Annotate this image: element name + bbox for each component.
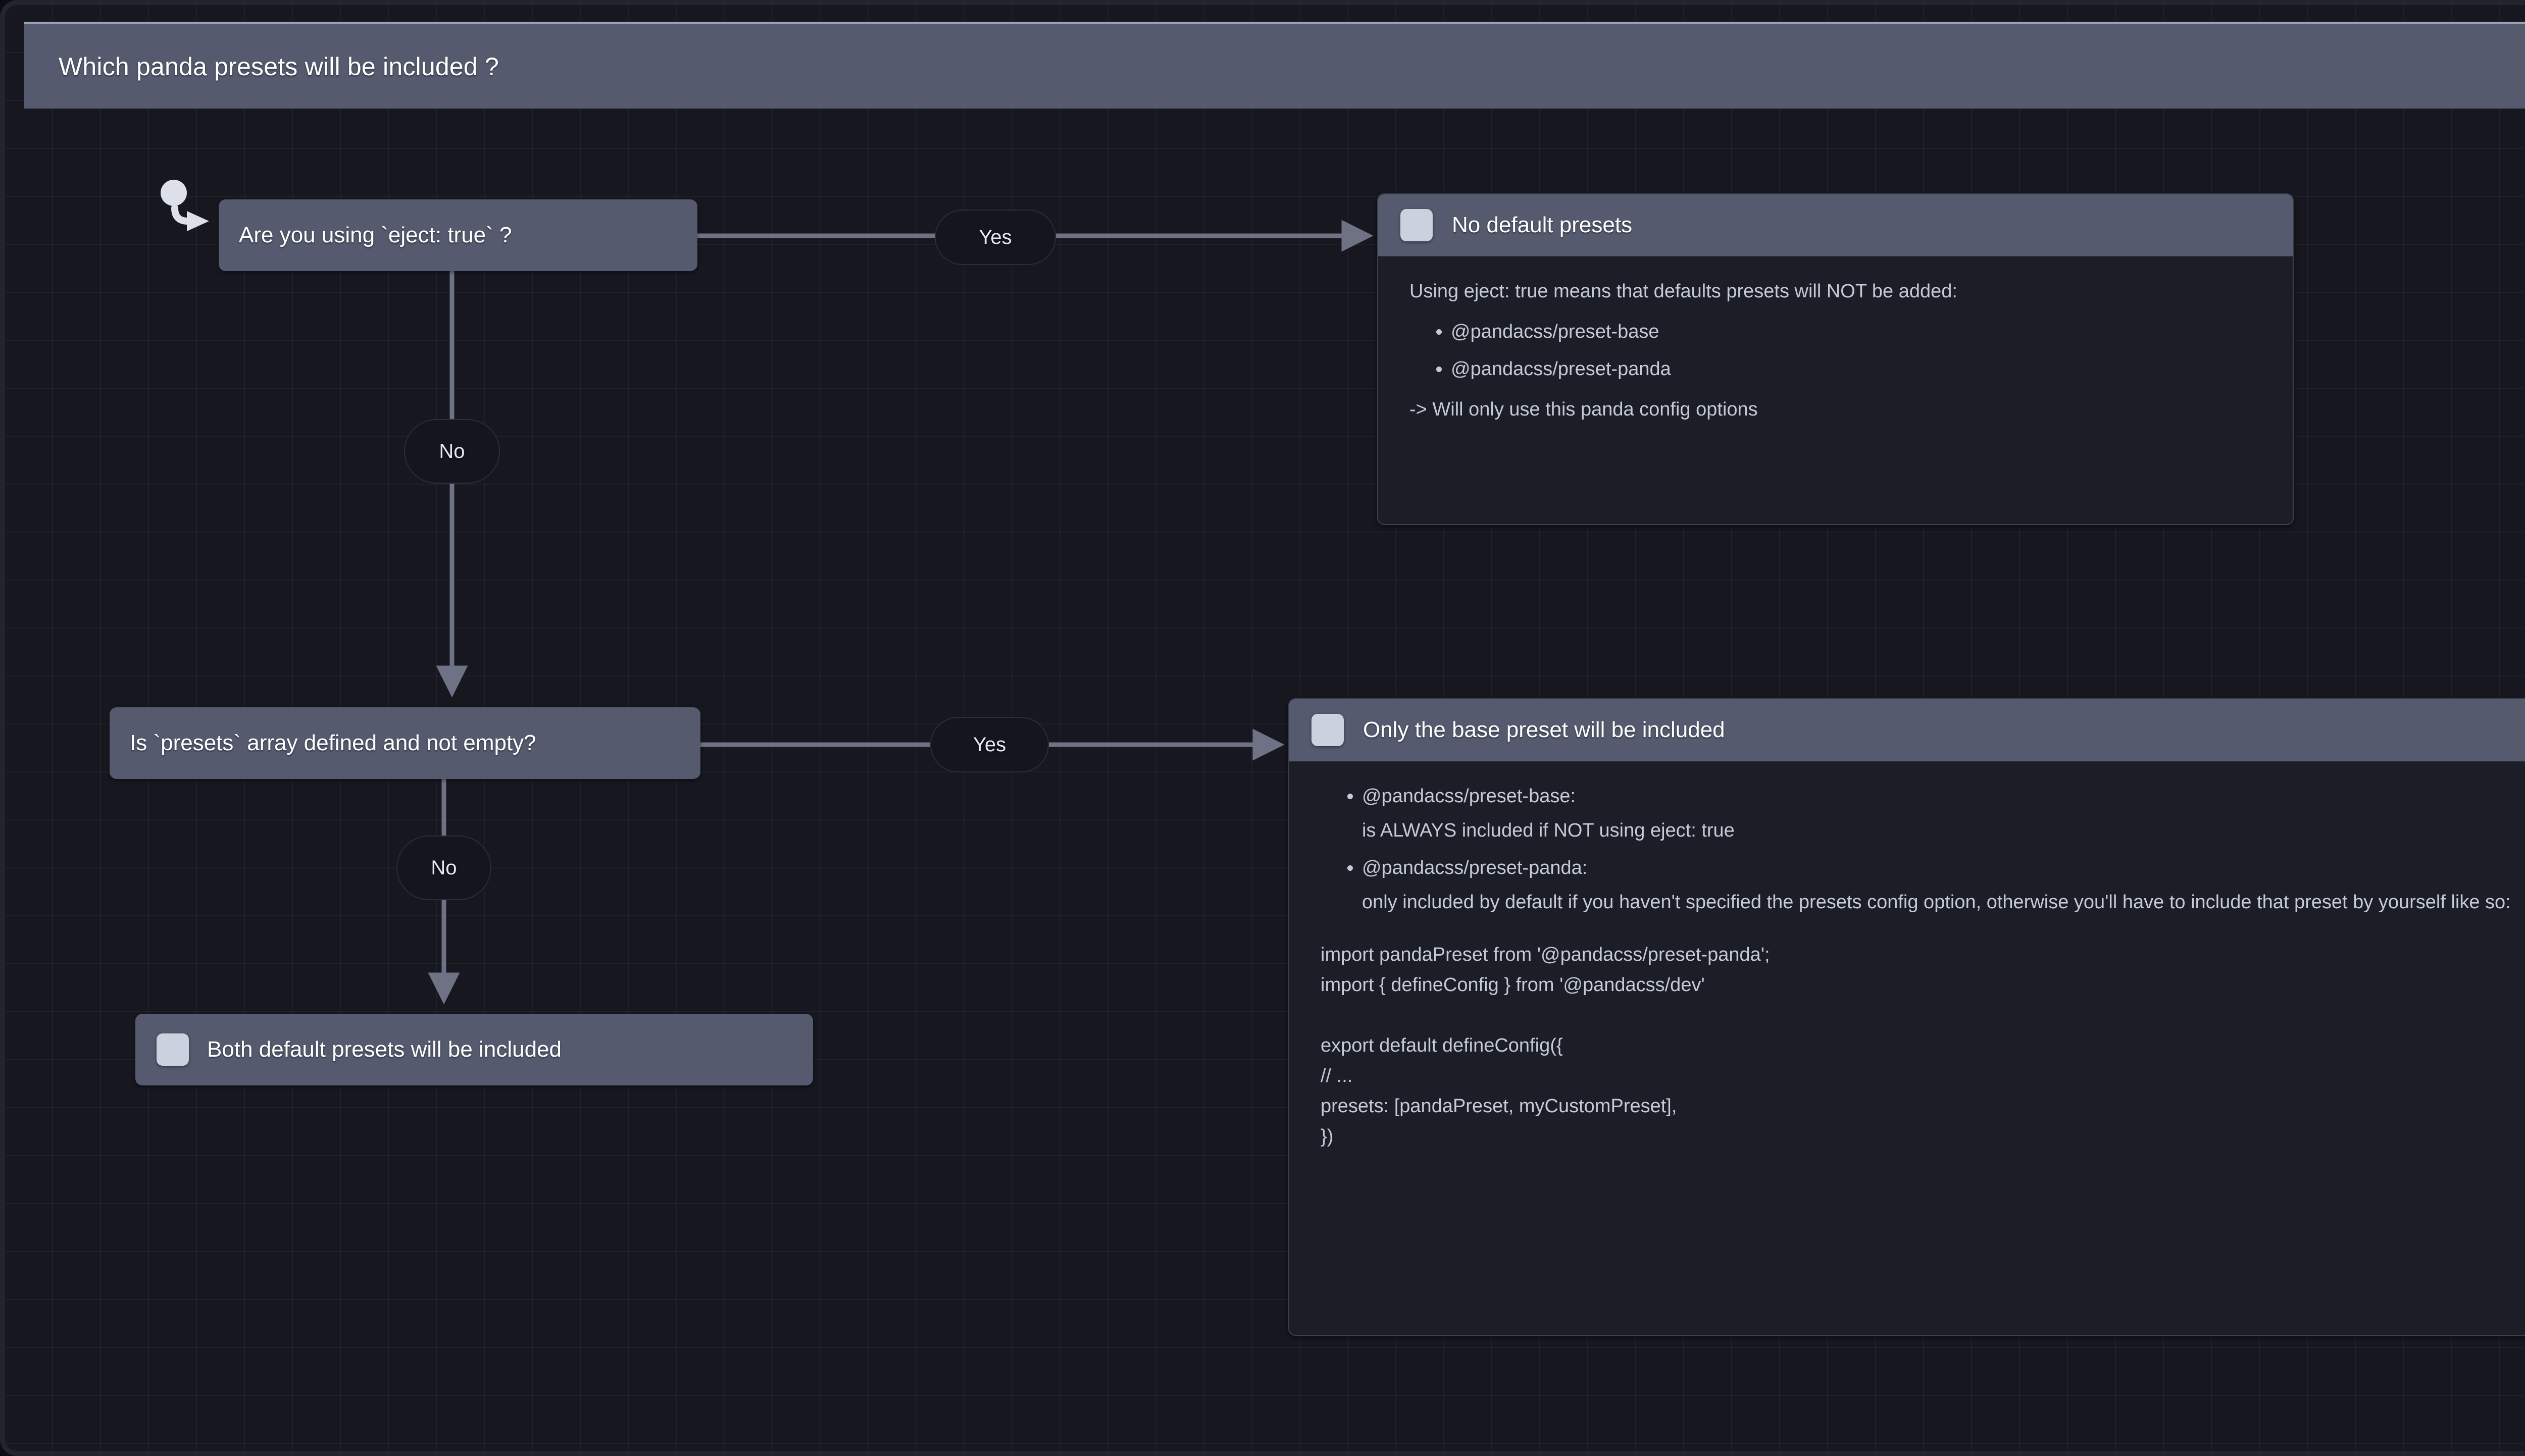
note-square-icon <box>157 1033 189 1066</box>
panel-title: No default presets <box>1452 213 1633 237</box>
node-both-default-presets[interactable]: Both default presets will be included <box>135 1014 813 1085</box>
edge-label-yes-eject: Yes <box>935 210 1056 265</box>
list-item: @pandacss/preset-base <box>1451 319 2261 346</box>
node-label: Is `presets` array defined and not empty… <box>130 731 536 755</box>
code-block: import pandaPreset from '@pandacss/prese… <box>1321 944 1770 1147</box>
panel-no-default-presets[interactable]: No default presets Using eject: true mea… <box>1377 193 2294 525</box>
start-arrow-icon <box>161 180 209 231</box>
panel-body: Using eject: true means that defaults pr… <box>1378 257 2293 459</box>
list-item: @pandacss/preset-panda: only included by… <box>1362 855 2525 916</box>
page-title: Which panda presets will be included ? <box>24 22 2525 109</box>
node-decision-presets-array[interactable]: Is `presets` array defined and not empty… <box>110 707 700 779</box>
preset-list: @pandacss/preset-base @pandacss/preset-p… <box>1409 319 2261 383</box>
edge-label-yes-presets: Yes <box>930 717 1049 772</box>
panel-title: Only the base preset will be included <box>1363 717 1725 742</box>
list-item-title: @pandacss/preset-base: <box>1362 786 1576 807</box>
list-item: @pandacss/preset-base: is ALWAYS include… <box>1362 783 2525 845</box>
node-decision-eject[interactable]: Are you using `eject: true` ? <box>219 199 697 271</box>
panel-outro-text: -> Will only use this panda config optio… <box>1409 398 1758 420</box>
panel-header: No default presets <box>1378 194 2293 257</box>
edge-label-no-eject: No <box>404 419 500 484</box>
panel-intro-text: Using eject: true means that defaults pr… <box>1409 281 1957 302</box>
panel-only-base-preset[interactable]: Only the base preset will be included @p… <box>1288 698 2525 1336</box>
list-item: @pandacss/preset-panda <box>1451 356 2261 383</box>
note-square-icon <box>1400 209 1433 241</box>
edge-label-no-presets: No <box>396 836 491 900</box>
panel-body: @pandacss/preset-base: is ALWAYS include… <box>1289 762 2525 1174</box>
list-item-detail: is ALWAYS included if NOT using eject: t… <box>1362 819 1735 841</box>
panel-header: Only the base preset will be included <box>1289 699 2525 762</box>
list-item-title: @pandacss/preset-panda: <box>1362 857 1588 878</box>
node-label: Are you using `eject: true` ? <box>239 223 512 247</box>
diagram-area: Are you using `eject: true` ? Is `preset… <box>5 5 2525 1451</box>
edge-label-text: No <box>431 856 457 879</box>
edge-label-text: No <box>439 440 465 462</box>
node-label: Both default presets will be included <box>207 1037 562 1062</box>
edge-label-text: Yes <box>973 733 1006 756</box>
preset-list: @pandacss/preset-base: is ALWAYS include… <box>1321 783 2525 916</box>
list-item-detail: only included by default if you haven't … <box>1362 891 2511 913</box>
note-square-icon <box>1311 714 1344 746</box>
edge-label-text: Yes <box>979 226 1012 248</box>
